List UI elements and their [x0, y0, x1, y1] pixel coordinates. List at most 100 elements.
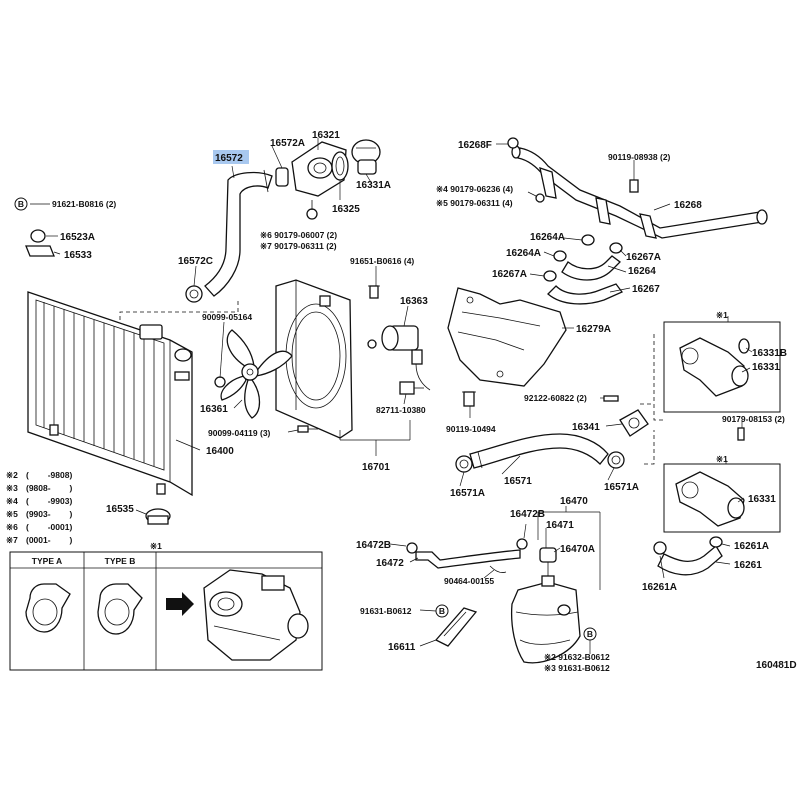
legend-mark-1: ※3 [6, 483, 18, 493]
clamp-16261A-top[interactable] [709, 536, 723, 548]
label-16472B-b: 16472B [356, 540, 391, 551]
label-91651: 91651-B0616 (4) [350, 256, 414, 266]
hose-16267[interactable] [547, 283, 624, 305]
hose-clamp-16572A[interactable] [275, 167, 289, 187]
bolt-90119-10494[interactable] [462, 391, 476, 407]
water-outlet-16321[interactable] [291, 141, 347, 197]
reservoir-cap-16470A[interactable] [539, 547, 557, 576]
label-91632: ※2 91632-B0612 [544, 652, 610, 662]
label-16331A: 16331A [356, 180, 391, 191]
water-pipe-16268[interactable] [511, 145, 768, 239]
reservoir-tank-16470[interactable] [510, 575, 581, 664]
gasket-16268F[interactable] [507, 137, 519, 149]
legend-range-0: ( -9808) [26, 470, 72, 480]
label-16267: 16267 [632, 284, 660, 295]
label-16363: 16363 [400, 296, 428, 307]
label-90179-06311-4: ※5 90179-06311 (4) [436, 198, 513, 208]
hose-clamp-16572C[interactable] [185, 285, 203, 303]
label-92122: 92122-60822 (2) [524, 393, 587, 403]
clamps-16472B[interactable] [406, 538, 528, 554]
label-16331-top: 16331 [752, 362, 780, 373]
bolt-90179[interactable] [306, 200, 318, 220]
legend-range-3: (9903- ) [26, 509, 72, 519]
label-90179-06311-2: ※7 90179-06311 (2) [260, 241, 337, 251]
label-16572A: 16572A [270, 138, 305, 149]
hose-16261[interactable] [657, 545, 723, 576]
legend: ※2 ( -9808) ※3 (9808- ) ※4 ( -9903) ※5 (… [6, 470, 72, 545]
gasket-type-b-figure [97, 583, 143, 635]
label-16325: 16325 [332, 204, 360, 215]
water-inlet-16331-bottom[interactable] [675, 471, 745, 527]
fan-16361[interactable] [220, 329, 293, 419]
stud-92122[interactable] [603, 395, 619, 402]
label-16571A-left: 16571A [450, 488, 485, 499]
label-16331-bottom: 16331 [748, 494, 776, 505]
air-guide-16279A[interactable] [447, 287, 567, 387]
label-91631-bottom: ※3 91631-B0612 [544, 663, 610, 673]
label-82711: 82711-10380 [376, 405, 426, 415]
fan-shroud-16701[interactable] [275, 279, 353, 439]
label-16261: 16261 [734, 560, 762, 571]
bracket-16611[interactable] [434, 607, 478, 647]
radiator-cap-16535[interactable] [145, 508, 171, 525]
part-labels: 16572 16572A 16321 16325 16331A 16268F 9… [52, 130, 797, 673]
radiator-16400[interactable] [27, 291, 193, 497]
label-16261A-top: 16261A [734, 541, 769, 552]
legend-range-4: ( -0001) [26, 522, 72, 532]
bolts-90179-star4-5[interactable] [535, 193, 545, 203]
label-90464: 90464-00155 [444, 576, 494, 586]
reference-circle-b-right: B [583, 627, 597, 641]
label-16331B: 16331B [752, 348, 787, 359]
label-16264A-top: 16264A [530, 232, 565, 243]
clip-90464[interactable] [489, 565, 507, 573]
screw-91651[interactable] [368, 285, 380, 299]
housing-detail-figure [203, 569, 309, 661]
hose-16264[interactable] [561, 255, 621, 281]
clamp-16571A-right[interactable] [607, 451, 625, 469]
legend-range-1: (9808- ) [26, 483, 72, 493]
nut-90099-05164[interactable] [214, 376, 226, 388]
label-16264A-mid: 16264A [506, 248, 541, 259]
legend-mark-5: ※7 [6, 535, 18, 545]
label-16470: 16470 [560, 496, 588, 507]
reservoir-hose-16472[interactable] [415, 549, 521, 569]
label-16341: 16341 [572, 422, 600, 433]
fan-motor-16363[interactable] [367, 325, 431, 391]
connector-82711[interactable] [399, 381, 424, 395]
label-91621: 91621-B0816 (2) [52, 199, 116, 209]
label-16471: 16471 [546, 520, 574, 531]
label-90179-06007: ※6 90179-06007 (2) [260, 230, 337, 240]
screw-90099-04119[interactable] [297, 425, 318, 433]
label-16267A-top: 16267A [626, 252, 661, 263]
radiator-core-fins [43, 302, 155, 466]
bolt-90119-08938[interactable] [629, 179, 639, 193]
legend-mark-0: ※2 [6, 470, 18, 480]
clamps-16264A-16267A[interactable] [543, 234, 623, 282]
label-16533: 16533 [64, 250, 92, 261]
type-a-label: TYPE A [32, 556, 62, 566]
label-16261A-bottom: 16261A [642, 582, 677, 593]
thermostat-gasket-16325[interactable] [331, 151, 349, 181]
label-16571: 16571 [504, 476, 532, 487]
label-90099-05164: 90099-05164 [202, 312, 252, 322]
gasket-16341[interactable] [619, 409, 649, 437]
svg-text:B: B [587, 629, 593, 639]
label-16472: 16472 [376, 558, 404, 569]
valve-16331B[interactable] [738, 338, 750, 354]
clamp-16571A-left[interactable] [455, 455, 473, 473]
arrow-icon [166, 592, 194, 616]
clamp-16261A-bottom[interactable] [653, 541, 667, 555]
legend-mark-4: ※6 [6, 522, 18, 532]
water-inlet-16331-top[interactable] [679, 337, 749, 397]
bracket-16533[interactable] [25, 245, 55, 257]
thermostat-16331A[interactable] [351, 139, 381, 175]
upper-hose-16572[interactable] [204, 169, 273, 297]
label-16279A: 16279A [576, 324, 611, 335]
reference-circle-b-mid: B [435, 604, 449, 618]
label-16611: 16611 [388, 642, 416, 653]
lower-hose-16571[interactable] [469, 433, 609, 469]
bolt-90179-08153[interactable] [737, 427, 745, 441]
label-16572: 16572 [215, 153, 243, 164]
diagram-id: 160481D [756, 660, 797, 671]
cushion-16523A[interactable] [30, 229, 46, 243]
